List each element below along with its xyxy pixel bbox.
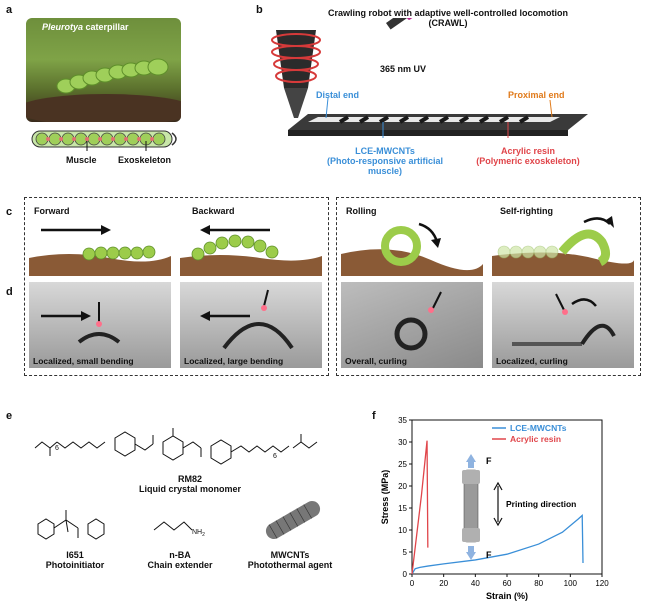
print-nozzle [271, 30, 321, 118]
x-tick-label: 100 [564, 579, 578, 588]
backward-label: Backward [192, 206, 235, 216]
caterpillar-photo [26, 18, 181, 122]
caterpillar-illustration [26, 58, 181, 122]
adaptive-frame [336, 197, 641, 376]
uv-label: 365 nm UV [380, 64, 427, 74]
localized-curling-photo [492, 282, 634, 368]
force-arrow-top [466, 454, 476, 462]
small-bending-photo [29, 282, 171, 368]
panel-d-label: d [6, 286, 13, 298]
panel-f-label: f [372, 410, 376, 422]
y-tick-label: 10 [398, 526, 407, 535]
y-tick-label: 5 [403, 548, 408, 557]
mwcnt-caption: MWCNTs Photothermal agent [247, 550, 333, 570]
panel-e-label: e [6, 410, 13, 422]
curling-photo [341, 282, 483, 368]
crawl-printing-illustration [271, 18, 588, 138]
x-tick-label: 120 [595, 579, 609, 588]
uv-lamp [386, 18, 428, 30]
x-tick-label: 20 [439, 579, 448, 588]
nh2-subscript: 2 [202, 532, 205, 538]
i651-caption: I651 Photoinitiator [45, 550, 105, 570]
distal-end-label: Distal end [316, 90, 360, 100]
acrylic-resin-label: Acrylic resin (Polymeric exoskeleton) [476, 146, 580, 166]
force-label-top: F [486, 456, 492, 466]
y-tick-label: 30 [398, 438, 407, 447]
exoskeleton-label: Exoskeleton [118, 155, 172, 165]
self-righting-label: Self-righting [500, 206, 553, 216]
rm82-sub-6b: 6 [273, 453, 277, 460]
rm82-caption: RM82 Liquid crystal monomer [138, 474, 242, 494]
panel-a-label: a [6, 4, 13, 16]
small-bending-caption: Localized, small bending [33, 356, 134, 366]
large-bending-photo [180, 282, 322, 368]
lce-mwcnt-label: LCE-MWCNTs (Photo-responsive artificial … [326, 146, 444, 176]
nba-caption: n-BA Chain extender [147, 550, 213, 570]
series-line-1 [411, 440, 429, 575]
x-axis-label: Strain (%) [486, 591, 528, 601]
i651-structure [37, 510, 105, 540]
specimen-bottom-grip [462, 528, 480, 542]
forward-label: Forward [34, 206, 70, 216]
legend-label-0: LCE-MWCNTs [510, 423, 567, 433]
self-righting-illustration [492, 202, 634, 276]
caterpillar-title: Pleurotya caterpillar [42, 22, 129, 32]
specimen-top-grip [462, 470, 480, 484]
proximal-end-label: Proximal end [508, 90, 565, 100]
force-arrow-bottom-shaft [468, 546, 474, 552]
x-tick-label: 40 [471, 579, 480, 588]
rm82-sub-6a: 6 [55, 445, 59, 452]
bidirectional-frame [24, 197, 329, 376]
crawl-title: Crawling robot with adaptive well-contro… [327, 8, 568, 28]
caterpillar-schematic [31, 130, 177, 151]
y-tick-label: 25 [398, 460, 407, 469]
rolling-illustration [341, 202, 483, 276]
y-tick-label: 35 [398, 416, 407, 425]
y-tick-label: 15 [398, 504, 407, 513]
large-bending-caption: Localized, large bending [184, 356, 284, 366]
x-tick-label: 80 [534, 579, 543, 588]
rolling-label: Rolling [346, 206, 377, 216]
localized-curling-caption: Localized, curling [496, 356, 568, 366]
printing-arrow-up [493, 481, 503, 491]
printing-direction-label: Printing direction [506, 499, 576, 509]
y-axis-label: Stress (MPa) [380, 470, 390, 525]
y-tick-label: 20 [398, 482, 407, 491]
mwcnt-illustration [265, 501, 321, 539]
x-tick-label: 60 [503, 579, 512, 588]
rm82-structure: 6 6 [34, 428, 318, 465]
series-line-0 [411, 514, 584, 575]
panel-b-label: b [256, 4, 263, 16]
panel-c-label: c [6, 206, 13, 218]
legend-label-1: Acrylic resin [510, 434, 561, 444]
force-label-bottom: F [486, 550, 492, 560]
plot-frame [411, 419, 603, 575]
y-tick-label: 0 [403, 570, 408, 579]
muscle-label: Muscle [66, 155, 97, 165]
curling-caption: Overall, curling [345, 356, 407, 366]
printing-arrow-down [493, 517, 503, 527]
force-arrow-top-shaft [468, 462, 474, 468]
forward-illustration [29, 202, 171, 276]
x-tick-label: 0 [410, 579, 415, 588]
force-arrow-bottom [466, 552, 476, 560]
backward-illustration [180, 202, 322, 276]
nh2-label: NH [192, 529, 202, 536]
nba-structure: NH2 [153, 521, 205, 538]
svg-text:NH2: NH2 [192, 529, 205, 538]
